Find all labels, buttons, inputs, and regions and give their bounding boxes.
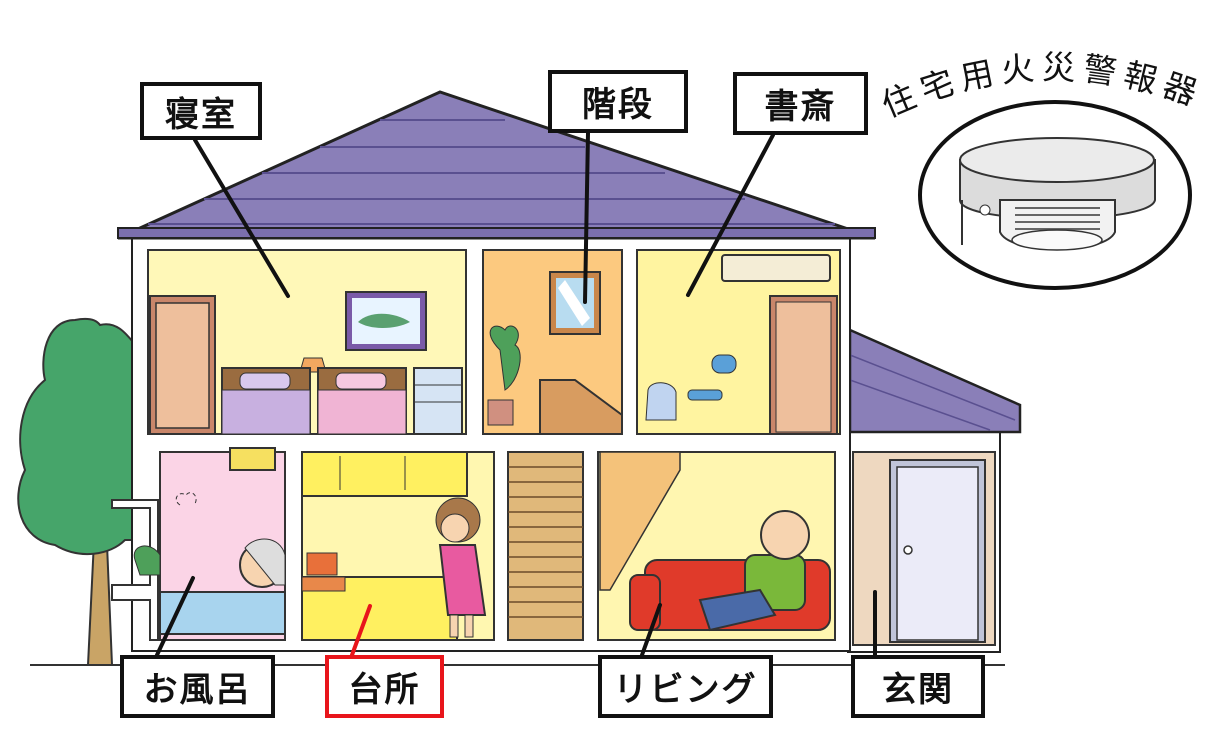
living-room (597, 451, 836, 641)
bedroom-room (147, 249, 467, 435)
label-stairs: 階段 (548, 70, 688, 133)
label-study: 書斎 (733, 72, 868, 135)
smoke-detector-title-path: 住宅用火災警報器 (876, 48, 1202, 125)
smoke-detector-illustration (918, 100, 1192, 290)
bathroom-room (133, 447, 286, 641)
stairs-room (482, 249, 623, 435)
kitchen-room (301, 451, 495, 641)
label-kitchen: 台所 (325, 655, 444, 718)
stairwell (507, 451, 584, 641)
label-bath: お風呂 (120, 655, 275, 718)
roof (117, 90, 876, 240)
leader-lines (155, 131, 877, 657)
smoke-detector-title-text: 住宅用火災警報器 (876, 48, 1209, 125)
tree (17, 317, 141, 666)
kitchen-leader-line (350, 604, 372, 657)
label-bedroom: 寝室 (140, 82, 262, 140)
label-entrance: 玄関 (851, 655, 985, 718)
entrance-room (852, 451, 996, 646)
study-room (636, 249, 841, 435)
label-living: リビング (598, 655, 773, 718)
